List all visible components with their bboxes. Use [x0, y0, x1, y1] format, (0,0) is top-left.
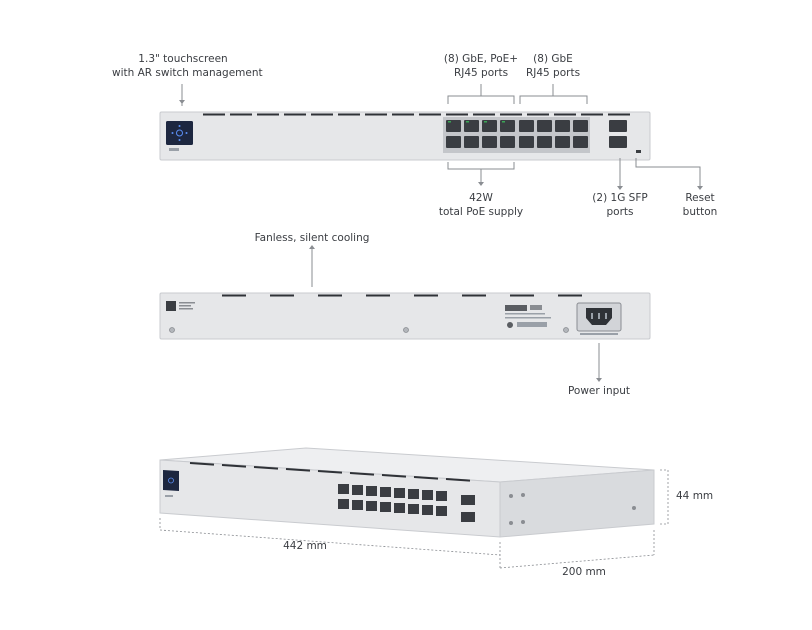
front-port-block — [443, 117, 590, 153]
dimension-lines — [159, 469, 669, 569]
back-label-sticker — [166, 301, 195, 311]
poe-supply-callout: 42W total PoE supply — [438, 192, 524, 218]
back-chassis — [159, 292, 651, 340]
iso-side-face — [499, 469, 655, 538]
power-input-callout: Power input — [567, 385, 631, 397]
front-callout-lines — [181, 84, 701, 186]
back-screws — [169, 327, 569, 333]
touchscreen-icon — [166, 121, 193, 151]
front-vents — [203, 113, 630, 116]
unifi-logo-icon — [505, 305, 551, 328]
cooling-callout: Fanless, silent cooling — [254, 232, 370, 244]
iso-touchscreen-icon — [163, 470, 179, 497]
depth-dimension: 200 mm — [562, 566, 606, 578]
iso-vents — [189, 462, 471, 482]
gbe-ports-callout: (8) GbE RJ45 ports — [525, 53, 581, 79]
sfp-ports-callout: (2) 1G SFP ports — [592, 192, 648, 218]
poe-ports-callout: (8) GbE, PoE+ RJ45 ports — [443, 53, 519, 79]
reset-button-callout: Reset button — [682, 192, 718, 218]
reset-button-hole — [636, 150, 641, 153]
height-dimension: 44 mm — [676, 490, 714, 502]
back-callout-lines — [311, 248, 600, 378]
iso-port-block — [338, 484, 475, 522]
back-vents — [222, 294, 582, 297]
iso-side-screws — [509, 493, 636, 525]
sfp-port-block — [609, 120, 627, 148]
power-socket-icon — [576, 302, 622, 335]
width-dimension: 442 mm — [283, 540, 327, 552]
touchscreen-callout: 1.3" touchscreen with AR switch manageme… — [112, 53, 263, 79]
